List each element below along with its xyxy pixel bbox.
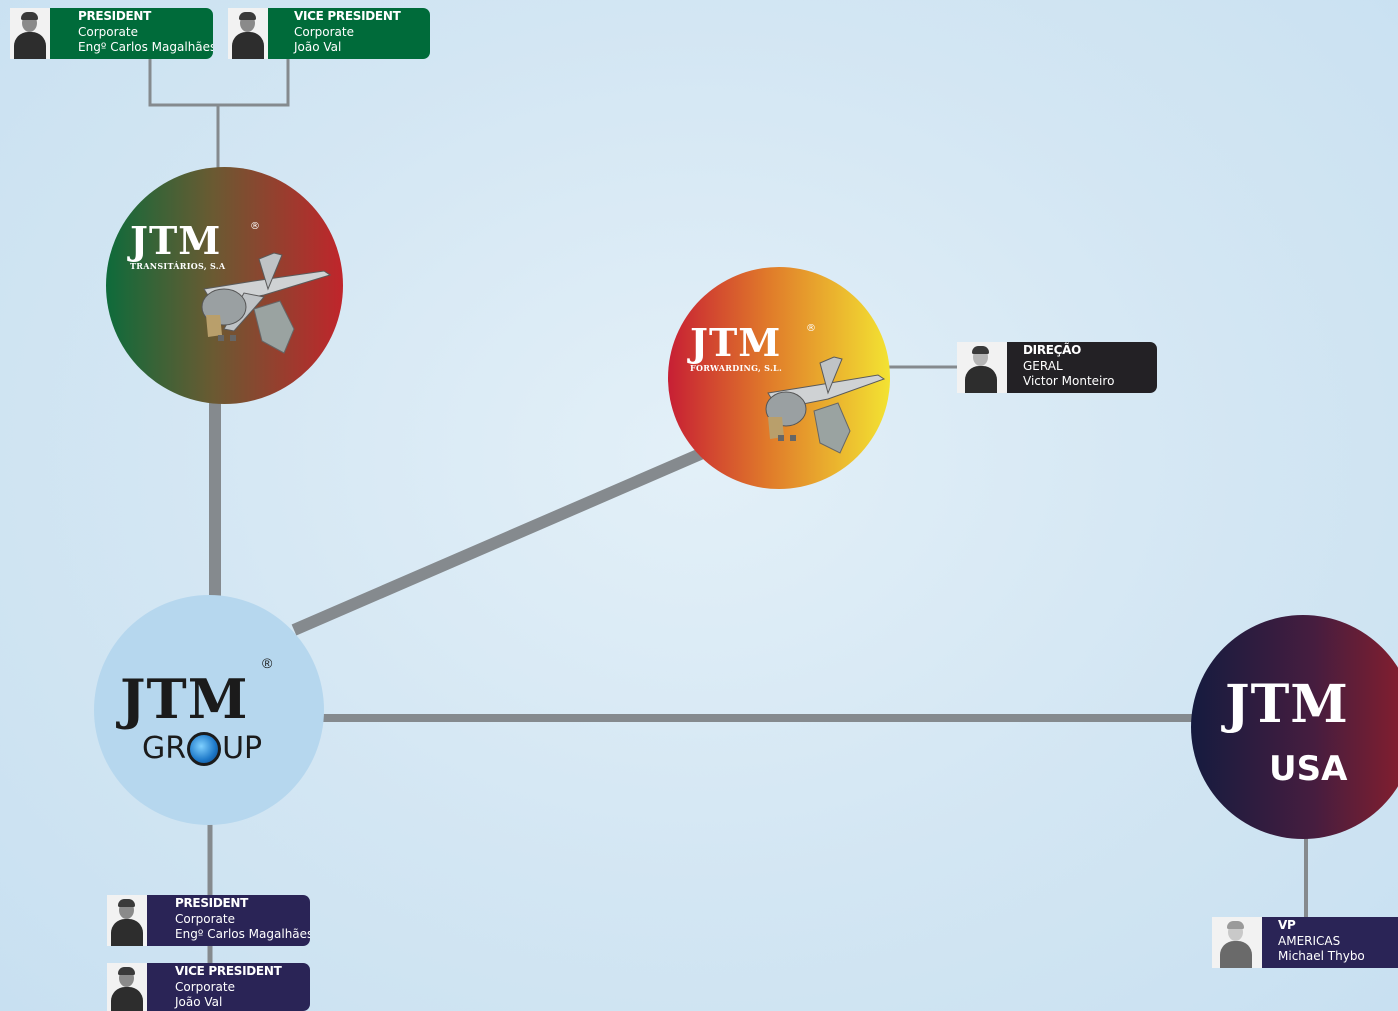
direcao-card-text: DIREÇÃO GERAL Victor Monteiro (1007, 342, 1157, 393)
registered-mark: ® (262, 655, 273, 671)
direcao-photo (957, 342, 1007, 393)
cargo-plane-icon (765, 356, 886, 454)
group-sub-left: GR (142, 731, 187, 766)
president-card-bottom: PRESIDENT Corporate Engº Carlos Magalhãe… (107, 895, 310, 946)
president-card-top: PRESIDENT Corporate Engº Carlos Magalhãe… (10, 8, 213, 59)
usa-subtitle: USA (1269, 749, 1348, 789)
jtm-group-node: JTM ® GR UP (94, 595, 324, 825)
brand-subtitle: TRANSITÁRIOS, S.A (130, 261, 226, 271)
role-label: VP (1278, 918, 1296, 932)
card-line2: Victor Monteiro (1023, 374, 1115, 388)
vp-americas-card: VP AMERICAS Michael Thybo (1212, 917, 1398, 968)
vice-president-card-text: VICE PRESIDENT Corporate João Val (268, 8, 430, 59)
president-card-text: PRESIDENT Corporate Engº Carlos Magalhãe… (50, 8, 213, 59)
brand-subtitle: FORWARDING, S.L. (690, 363, 783, 373)
vice-president-photo (107, 963, 147, 1011)
cargo-plane-icon (201, 252, 332, 354)
jtm-usa-node: JTM USA (1191, 615, 1398, 839)
president-card-text: PRESIDENT Corporate Engº Carlos Magalhãe… (147, 895, 310, 946)
card-line2: João Val (294, 40, 342, 54)
direcao-geral-card: DIREÇÃO GERAL Victor Monteiro (957, 342, 1157, 393)
card-line1: AMERICAS (1278, 933, 1341, 948)
president-photo (107, 895, 147, 946)
brand-text: JTM (130, 218, 222, 263)
group-sub-right: UP (222, 731, 263, 766)
role-label: PRESIDENT (78, 9, 152, 23)
transitarios-logo: JTM TRANSITÁRIOS, S.A ® (130, 218, 260, 272)
card-line1: Corporate (294, 24, 354, 39)
vp-photo (1212, 917, 1262, 968)
role-label: VICE PRESIDENT (294, 9, 401, 23)
card-line2: Engº Carlos Magalhães (78, 40, 213, 54)
card-line2: Engº Carlos Magalhães (175, 927, 310, 941)
jtm-forwarding-node: JTM FORWARDING, S.L. ® (668, 267, 890, 489)
card-line2: Michael Thybo (1278, 949, 1365, 963)
vp-card-text: VP AMERICAS Michael Thybo (1262, 917, 1398, 968)
card-line1: Corporate (175, 979, 235, 994)
role-label: VICE PRESIDENT (175, 964, 282, 978)
registered-mark: ® (806, 323, 816, 334)
card-line1: Corporate (78, 24, 138, 39)
role-label: PRESIDENT (175, 896, 249, 910)
vice-president-photo (228, 8, 268, 59)
card-line2: João Val (175, 995, 223, 1009)
vice-president-card-text: VICE PRESIDENT Corporate João Val (147, 963, 310, 1011)
vice-president-card-top: VICE PRESIDENT Corporate João Val (228, 8, 430, 59)
vice-president-card-bottom: VICE PRESIDENT Corporate João Val (107, 963, 310, 1011)
brand-text: JTM (690, 320, 782, 365)
forwarding-logo: JTM FORWARDING, S.L. ® (690, 320, 816, 374)
usa-brand-text: JTM (1225, 674, 1349, 735)
card-line1: Corporate (175, 911, 235, 926)
jtm-transitarios-node: JTM TRANSITÁRIOS, S.A ® (106, 167, 343, 404)
registered-mark: ® (250, 221, 260, 232)
globe-icon (187, 731, 222, 766)
group-subtitle: GR UP (142, 731, 262, 766)
role-label: DIREÇÃO (1023, 343, 1082, 357)
card-line1: GERAL (1023, 358, 1063, 373)
president-photo (10, 8, 50, 59)
group-brand-text: JTM (120, 667, 249, 731)
